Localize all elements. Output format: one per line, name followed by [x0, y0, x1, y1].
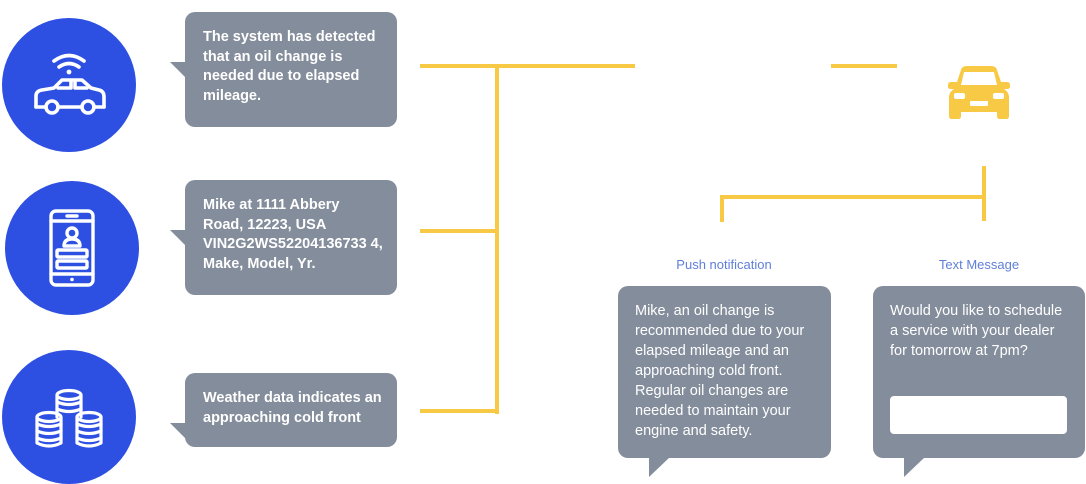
push-notification-label: Push notification [676, 257, 772, 272]
connector-line [495, 64, 499, 414]
connector-line [982, 166, 986, 221]
push-notification-message: Mike, an oil change is recommended due t… [635, 303, 805, 439]
connector-line [420, 409, 498, 413]
mobile-profile-circle [5, 181, 139, 315]
connector-line [720, 195, 986, 199]
text-message-label: Text Message [938, 257, 1020, 272]
oil-change-detected-message: The system has detected that an oil chan… [170, 12, 397, 127]
connected-car-circle [2, 18, 136, 152]
connector-line [420, 64, 635, 68]
database-circle [2, 350, 136, 484]
text-message-bubble: Would you like to schedule a service wit… [873, 286, 1085, 477]
reply-input[interactable] [890, 396, 1067, 434]
connected-car-icon [34, 53, 106, 115]
mobile-profile-icon [49, 209, 95, 287]
car-icon [948, 66, 1010, 119]
connector-line [720, 195, 724, 222]
push-notification-bubble: Mike, an oil change is recommended due t… [618, 286, 831, 477]
customer-profile-message: Mike at 1111 Abbery Road, 12223, USA VIN… [170, 180, 397, 295]
connector-line [831, 64, 897, 68]
text-message-content: Would you like to schedule a service wit… [890, 303, 1063, 359]
connector-line [420, 229, 498, 233]
weather-data-message: Weather data indicates an approaching co… [170, 373, 397, 447]
database-icon [35, 388, 103, 448]
